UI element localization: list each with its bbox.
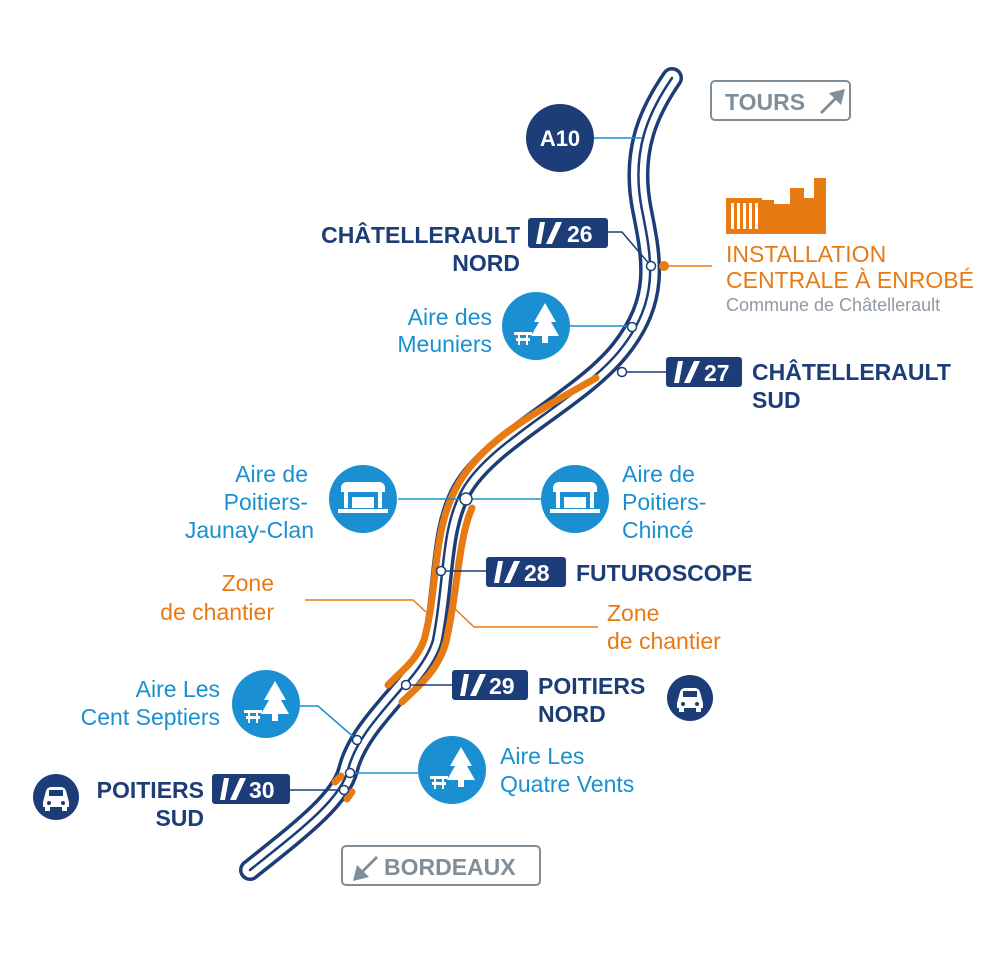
exit-number: 26 [567,221,593,247]
rest-area-chince-icon [541,465,609,533]
rest-area-meuniers-icon [502,292,570,360]
picnic-tree-icon [430,747,475,789]
motorway-badge: A10 [526,104,594,172]
rest-area-name-line2: Quatre Vents [500,771,634,797]
exit-number: 28 [524,560,550,586]
direction-sign-north: TOURS [710,80,851,121]
rest-area-name-line1: Aire Les [500,743,584,769]
exit-name-line1: CHÂTELLERAULT [321,221,520,248]
rest-area-name-line2: Cent Septiers [81,704,220,730]
exit-name-line1: CHÂTELLERAULT [752,358,951,385]
exit-name-line1: POITIERS [538,673,645,699]
exit-number: 27 [704,360,730,386]
exit-ramp-icon [494,561,520,583]
exit-ramp-icon [460,674,486,696]
rest-area-quatre-vents-icon [418,736,486,804]
work-zone-strip-south [331,772,356,803]
rest-area-name-line2: Meuniers [397,331,492,357]
rest-area-cent-septiers-icon [232,670,300,738]
rest-area-name-line3: Jaunay-Clan [185,517,314,543]
work-zone-label-line2: de chantier [607,628,721,654]
plant-title-line2: CENTRALE À ENROBÉ [726,267,974,293]
exit-ramp-icon [536,222,562,244]
work-zone-label-line1: Zone [607,600,659,626]
rest-area-name-line1: Aire de [622,461,695,487]
work-zones [331,374,600,803]
rest-area-name-line1: Aire Les [136,676,220,702]
work-zone-strip-east [398,504,476,706]
exit-badge-29: 29 [452,670,528,700]
exit-name-line2: NORD [452,250,520,276]
picnic-tree-icon [244,681,289,723]
junction-dots [338,260,657,796]
exit-name-line2: SUD [752,387,801,413]
exit-number: 30 [249,777,275,803]
exit-badge-28: 28 [486,557,566,587]
direction-label-north: TOURS [725,89,805,115]
rest-area-name-line1: Aire des [408,304,492,330]
direction-sign-south: BORDEAUX [341,845,541,886]
factory-icon [726,178,826,234]
rest-area-name-line3: Chincé [622,517,694,543]
exit-badge-26: 26 [528,218,608,248]
exit-number: 29 [489,673,515,699]
picnic-tree-icon [514,303,559,345]
exit-badge-30: 30 [212,774,290,804]
exit-name-line2: NORD [538,701,606,727]
service-building-icon [338,482,388,513]
car-icon [33,774,79,820]
direction-label-south: BORDEAUX [384,854,516,880]
rest-area-name-line2: Poitiers- [224,489,308,515]
work-zone-label-line2: de chantier [160,599,274,625]
arrow-down-left-icon [353,856,378,881]
rest-area-jaunay-clan-icon [329,465,397,533]
rest-area-name-line2: Poitiers- [622,489,706,515]
plant-subtitle: Commune de Châtellerault [726,295,940,315]
plant-junction-dot [659,261,669,271]
service-building-icon [550,482,600,513]
plant-title-line1: INSTALLATION [726,241,886,267]
exit-name-line1: POITIERS [97,777,204,803]
car-icon [667,675,713,721]
motorway-label: A10 [540,126,580,151]
exit-ramp-icon [220,778,246,800]
work-zone-strip-west [384,374,600,689]
exit-name-line2: SUD [155,805,204,831]
exit-name-line1: FUTUROSCOPE [576,560,752,586]
exit-badge-27: 27 [666,357,742,387]
rest-area-name-line1: Aire de [235,461,308,487]
exit-ramp-icon [674,361,700,383]
work-zone-label-line1: Zone [222,570,274,596]
arrow-up-right-icon [820,89,845,114]
